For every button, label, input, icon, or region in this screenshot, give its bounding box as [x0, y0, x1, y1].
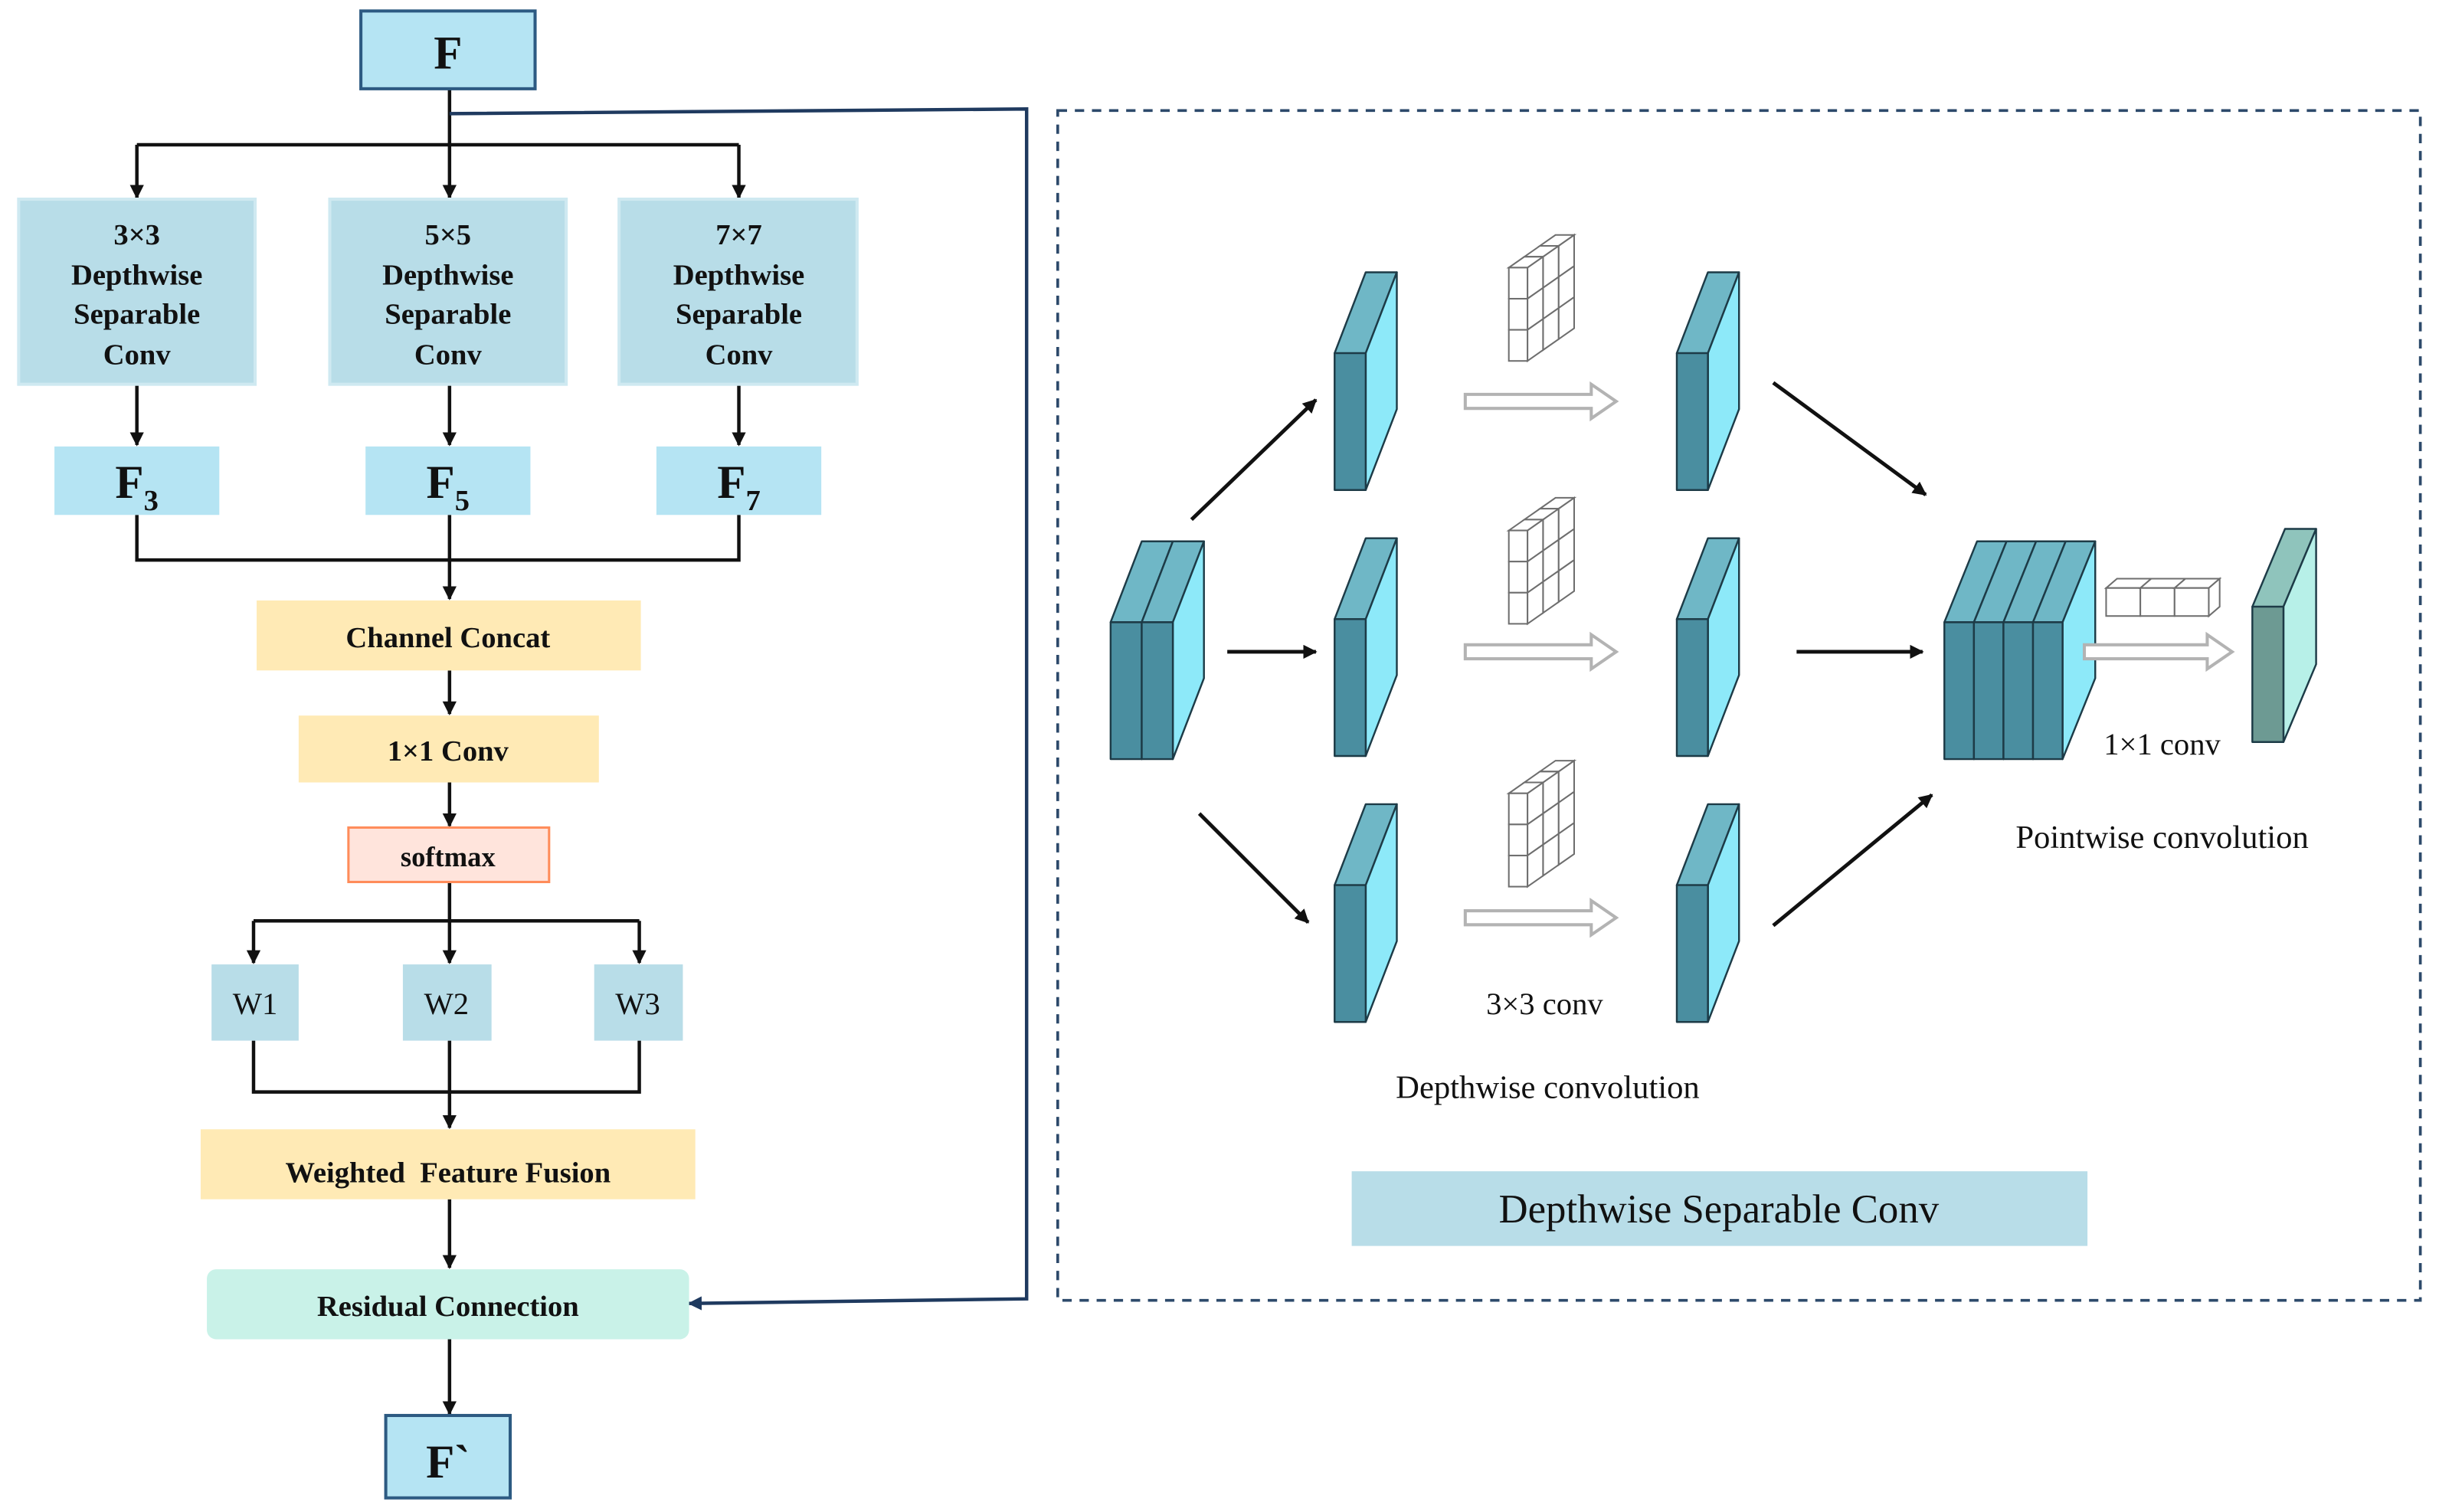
- kernel-1x1: [2103, 577, 2222, 618]
- branch-line3: Conv: [414, 339, 483, 371]
- output-box: [384, 1413, 512, 1500]
- svg-text:W2: W2: [424, 987, 469, 1021]
- hollow-arrows: [1463, 381, 2235, 938]
- channel-concat-box: [257, 600, 641, 671]
- flow-connectors: [129, 88, 746, 1415]
- weight-w2: W2: [402, 964, 492, 1041]
- pointwise-kernel-label: 1×1 conv: [2103, 727, 2221, 761]
- svg-text:F7: F7: [717, 457, 761, 517]
- depthwise-output-bottom: [1675, 803, 1740, 1023]
- split-channel-bottom: [1334, 803, 1398, 1023]
- hollow-arrow-middle: [1463, 631, 1619, 673]
- input-label: F: [434, 28, 462, 79]
- branch-line1: Depthwise: [382, 260, 513, 292]
- arrow-merge-top: [1772, 381, 1927, 496]
- softmax-box: [347, 826, 551, 884]
- conv1x1-box: [298, 715, 599, 783]
- split-channel-top: [1334, 271, 1398, 491]
- panel-dashed-border: [1056, 109, 2422, 1302]
- conv1x1-label: 1×1 Conv: [388, 735, 509, 767]
- kernel-3x3-top: [1506, 233, 1577, 363]
- right-panel: 3×3 conv Depthwise convolution 1×1 conv …: [1056, 109, 2422, 1302]
- svg-text:W3: W3: [615, 987, 660, 1021]
- dsc-title-box: [1351, 1171, 2088, 1246]
- arrow-split-top: [1190, 398, 1318, 522]
- kernel-glyphs: [1506, 233, 2222, 889]
- branch-line3: Conv: [103, 339, 172, 371]
- branch-3x3: 3×3 Depthwise Separable Conv: [17, 198, 257, 386]
- branch-line2: Separable: [385, 298, 511, 330]
- softmax-label: softmax: [401, 841, 496, 872]
- residual-connection-box: [207, 1269, 689, 1340]
- branch-line2: Separable: [74, 298, 200, 330]
- feature-fusion-box: [200, 1129, 696, 1199]
- kernel-3x3-label: 3×3 conv: [1486, 987, 1603, 1021]
- weight-w3: W3: [594, 964, 683, 1041]
- feature-f7: F7: [656, 446, 822, 517]
- left-flowchart: F 3×3 Depthwise Separable Conv 5×5 Depth…: [17, 9, 1029, 1500]
- feature-f5: F5: [365, 446, 531, 517]
- input-box: [359, 9, 537, 90]
- pointwise-convolution-label: Pointwise convolution: [2015, 820, 2308, 856]
- feature-fusion-label: Weighted Feature Fusion: [285, 1157, 611, 1189]
- branch-kernel-label: 5×5: [425, 219, 472, 251]
- branch-line1: Depthwise: [71, 260, 202, 292]
- feature-f3: F3: [54, 446, 220, 517]
- branch-kernel-label: 3×3: [113, 219, 160, 251]
- depthwise-output-middle: [1675, 537, 1740, 758]
- hollow-arrow-top: [1463, 381, 1619, 422]
- branch-7x7: 7×7 Depthwise Separable Conv: [617, 198, 859, 386]
- dsc-title-label: Depthwise Separable Conv: [1499, 1187, 1940, 1232]
- kernel-3x3-middle: [1506, 496, 1577, 626]
- depthwise-convolution-label: Depthwise convolution: [1396, 1070, 1700, 1106]
- hollow-arrow-pointwise: [2082, 631, 2235, 673]
- pointwise-output-tensor: [2251, 528, 2317, 743]
- hollow-arrow-bottom: [1463, 897, 1619, 938]
- branch-line1: Depthwise: [673, 260, 804, 292]
- branch-5x5: 5×5 Depthwise Separable Conv: [328, 198, 568, 386]
- input-tensor-slice-2: [1141, 540, 1205, 761]
- residual-skip-line: [449, 107, 1029, 1311]
- branch-line3: Conv: [706, 339, 774, 371]
- svg-text:F5: F5: [427, 457, 470, 517]
- weight-w1: W1: [211, 964, 299, 1041]
- depthwise-output-top: [1675, 271, 1740, 491]
- channel-concat-label: Channel Concat: [345, 622, 550, 654]
- branch-line2: Separable: [676, 298, 802, 330]
- tensor-layer: [1109, 271, 2317, 1023]
- arrow-merge-bottom: [1772, 793, 1933, 928]
- output-label: F`: [426, 1437, 470, 1488]
- residual-connection-label: Residual Connection: [317, 1291, 579, 1323]
- flow-arrows: [1190, 381, 1933, 928]
- concat-tensor-slice-4: [2031, 540, 2097, 761]
- branch-kernel-label: 7×7: [715, 219, 762, 251]
- split-channel-middle: [1334, 537, 1398, 758]
- svg-text:W1: W1: [233, 987, 278, 1021]
- kernel-3x3-bottom: [1506, 759, 1577, 889]
- arrow-split-bottom: [1197, 812, 1310, 924]
- svg-text:F3: F3: [115, 457, 159, 517]
